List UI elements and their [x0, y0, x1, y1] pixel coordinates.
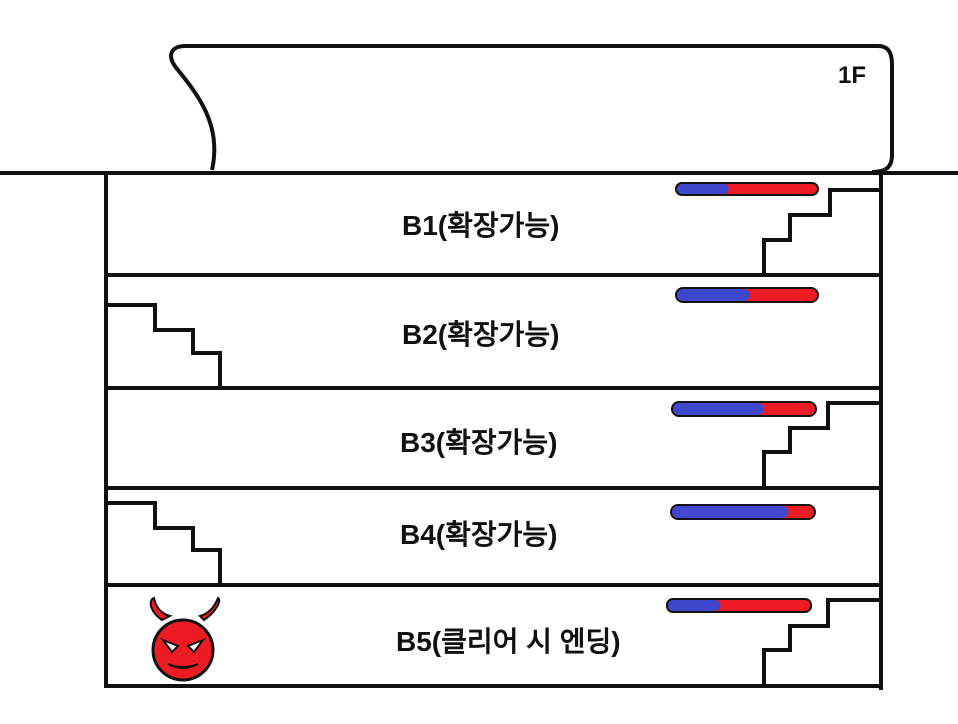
- devil-icon: [149, 596, 221, 682]
- floor-label-b1: B1(확장가능): [402, 210, 560, 241]
- stairs-b4: [108, 501, 222, 585]
- ground-floor-building: [169, 44, 894, 174]
- stairs-b5: [762, 598, 879, 686]
- floor-label-b5: B5(클리어 시 엔딩): [396, 626, 621, 657]
- floor-label-b3: B3(확장가능): [400, 427, 558, 458]
- progress-bar-b1: [675, 182, 819, 196]
- ground-floor-label: 1F: [838, 62, 867, 89]
- progress-bar-b5: [666, 598, 812, 613]
- progress-bar-b2: [675, 287, 819, 303]
- stairs-b2: [108, 303, 222, 388]
- floor-label-b2: B2(확장가능): [402, 319, 560, 350]
- progress-bar-b3: [671, 401, 817, 417]
- stairs-b3: [762, 401, 879, 488]
- stairs-b1: [762, 188, 879, 275]
- progress-bar-b4: [670, 504, 816, 520]
- floor-label-b4: B4(확장가능): [400, 519, 558, 550]
